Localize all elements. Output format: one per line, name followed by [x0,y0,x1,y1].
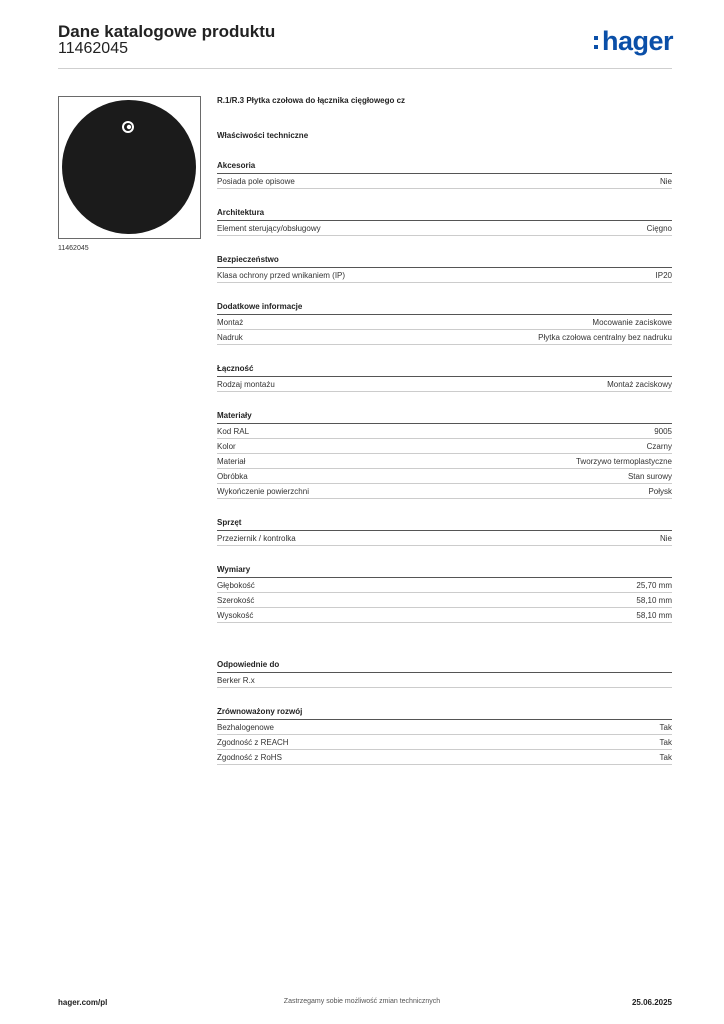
property-label: Element sterujący/obsługowy [217,224,321,233]
property-value: Połysk [648,487,672,496]
property-label: Głębokość [217,581,255,590]
property-value: Czarny [646,442,672,451]
property-label: Kod RAL [217,427,250,436]
property-row: Element sterujący/obsługowy Cięgno [217,221,672,236]
property-label: Berker R.x [217,676,255,685]
property-value: 58,10 mm [636,596,672,605]
product-details: R.1/R.3 Płytka czołowa do łącznika cięgł… [217,94,672,765]
hager-logo: hager [594,26,674,57]
group-title: Architektura [217,207,672,221]
property-value: Płytka czołowa centralny bez nadruku [538,333,672,342]
product-image-caption: 11462045 [58,245,89,252]
property-row: Kod RAL 9005 [217,424,672,439]
property-row: Szerokość 58,10 mm [217,593,672,608]
property-row: Rodzaj montażu Montaż zaciskowy [217,377,672,392]
document-title: Dane katalogowe produktu [58,22,276,41]
footer-disclaimer: Zastrzegamy sobie możliwość zmian techni… [283,998,441,1005]
property-row: Obróbka Stan surowy [217,469,672,484]
property-label: Nadruk [217,333,243,342]
property-value: IP20 [655,271,672,280]
property-label: Bezhalogenowe [217,723,274,732]
property-label: Rodzaj montażu [217,380,275,389]
group-title: Zrównoważony rozwój [217,706,672,720]
property-label: Klasa ochrony przed wnikaniem (IP) [217,271,346,280]
property-value: 25,70 mm [636,581,672,590]
property-label: Przeziernik / kontrolka [217,534,296,543]
property-row: Posiada pole opisowe Nie [217,174,672,189]
property-value: Cięgno [646,224,672,233]
property-label: Kolor [217,442,236,451]
property-row: Montaż Mocowanie zaciskowe [217,315,672,330]
property-row: Nadruk Płytka czołowa centralny bez nadru… [217,330,672,345]
group-title: Sprzęt [217,517,672,531]
property-value: Tak [659,753,672,762]
property-value: Nie [659,534,672,543]
property-label: Zgodność z RoHS [217,753,282,762]
property-value: 9005 [654,427,672,436]
property-value: Stan surowy [627,472,672,481]
property-row: Wysokość 58,10 mm [217,608,672,623]
property-row: Materiał Tworzywo termoplastyczne [217,454,672,469]
property-value: Tak [659,738,672,747]
group-title: Materiały [217,410,672,424]
product-image [58,96,201,239]
property-row: Berker R.x [217,673,672,688]
group-title: Bezpieczeństwo [217,254,672,268]
suitable-for-group: Odpowiednie do Berker R.x [217,659,672,688]
product-code: 11462045 [58,40,128,57]
header-divider [58,68,672,69]
property-label: Montaż [217,318,244,327]
property-value: Tworzywo termoplastyczne [575,457,672,466]
footer-website-link[interactable]: hager.com/pl [58,998,108,1007]
property-value: Montaż zaciskowy [607,380,672,389]
property-value: Tak [659,723,672,732]
property-row: Klasa ochrony przed wnikaniem (IP) IP20 [217,268,672,283]
property-label: Obróbka [217,472,248,481]
property-row: Głębokość 25,70 mm [217,578,672,593]
property-row: Kolor Czarny [217,439,672,454]
group-title: Akcesoria [217,160,672,174]
round-plate-icon [62,100,196,234]
property-label: Wysokość [217,611,254,620]
logo-dots-icon [594,33,600,53]
group-title: Odpowiednie do [217,659,672,673]
property-label: Wykończenie powierzchni [217,487,309,496]
property-label: Materiał [217,457,246,466]
technical-properties-heading: Właściwości techniczne [217,131,309,140]
property-row: Przeziernik / kontrolka Nie [217,531,672,546]
property-value: Nie [659,177,672,186]
logo-text: hager [602,26,674,56]
group-title: Łączność [217,363,672,377]
property-value: 58,10 mm [636,611,672,620]
footer-date: 25.06.2025 [631,998,672,1007]
group-title: Wymiary [217,564,672,578]
product-name: R.1/R.3 Płytka czołowa do łącznika cięgł… [217,96,406,105]
property-label: Zgodność z REACH [217,738,289,747]
sustainability-group: Zrównoważony rozwój Bezhalogenowe Tak Zg… [217,706,672,765]
group-title: Dodatkowe informacje [217,301,672,315]
property-row: Wykończenie powierzchni Połysk [217,484,672,499]
property-label: Szerokość [217,596,255,605]
property-value: Mocowanie zaciskowe [592,318,672,327]
property-row: Zgodność z REACH Tak [217,735,672,750]
property-row: Bezhalogenowe Tak [217,720,672,735]
property-row: Zgodność z RoHS Tak [217,750,672,765]
property-label: Posiada pole opisowe [217,177,295,186]
